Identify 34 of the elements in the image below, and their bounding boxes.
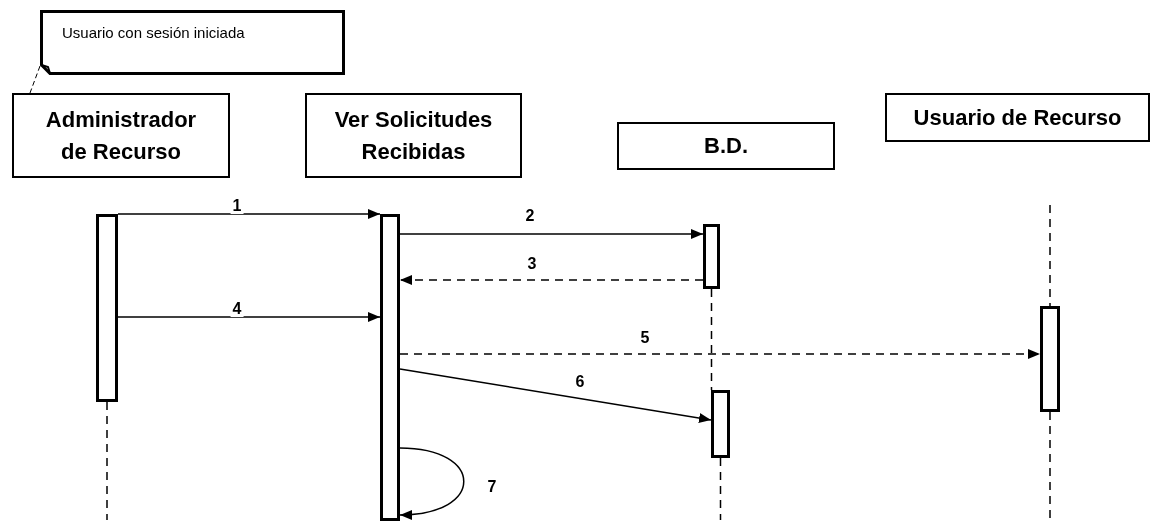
message-arrow — [399, 349, 1041, 359]
activation-bar — [703, 224, 720, 289]
message-number: 6 — [573, 374, 587, 390]
lifeline-header-box — [305, 93, 522, 178]
lifeline — [710, 288, 713, 391]
message-number: 3 — [525, 256, 539, 272]
leader-line — [29, 65, 41, 94]
lifeline — [1049, 411, 1051, 521]
lifeline — [1049, 204, 1051, 307]
activation-bar — [380, 214, 400, 521]
lifeline-header-box — [617, 122, 835, 170]
message-number: 4 — [230, 301, 244, 317]
message-number: 7 — [485, 479, 499, 495]
participant-name: B.D. — [704, 132, 748, 161]
activation-bar — [96, 214, 118, 402]
participant-name: Administrador de Recurso — [44, 105, 198, 166]
message-arrow — [117, 209, 381, 219]
lifeline — [106, 401, 108, 521]
message-arrow — [399, 368, 712, 423]
participant-name: Ver Solicitudes Recibidas — [333, 105, 494, 166]
message-arrow — [399, 229, 704, 239]
message-number: 5 — [638, 330, 652, 346]
participant-name: Usuario de Recurso — [913, 103, 1122, 132]
message-arrow — [117, 312, 381, 322]
message-arrow — [399, 447, 465, 520]
activation-bar — [1040, 306, 1060, 412]
activation-bar — [711, 390, 730, 458]
lifeline-header-box — [885, 93, 1150, 142]
note-text: Usuario con sesión iniciada — [62, 23, 245, 43]
message-arrow — [399, 275, 704, 285]
message-number: 2 — [523, 208, 537, 224]
message-number: 1 — [230, 198, 244, 214]
lifeline-header-box — [12, 93, 230, 178]
lifeline — [719, 457, 722, 521]
